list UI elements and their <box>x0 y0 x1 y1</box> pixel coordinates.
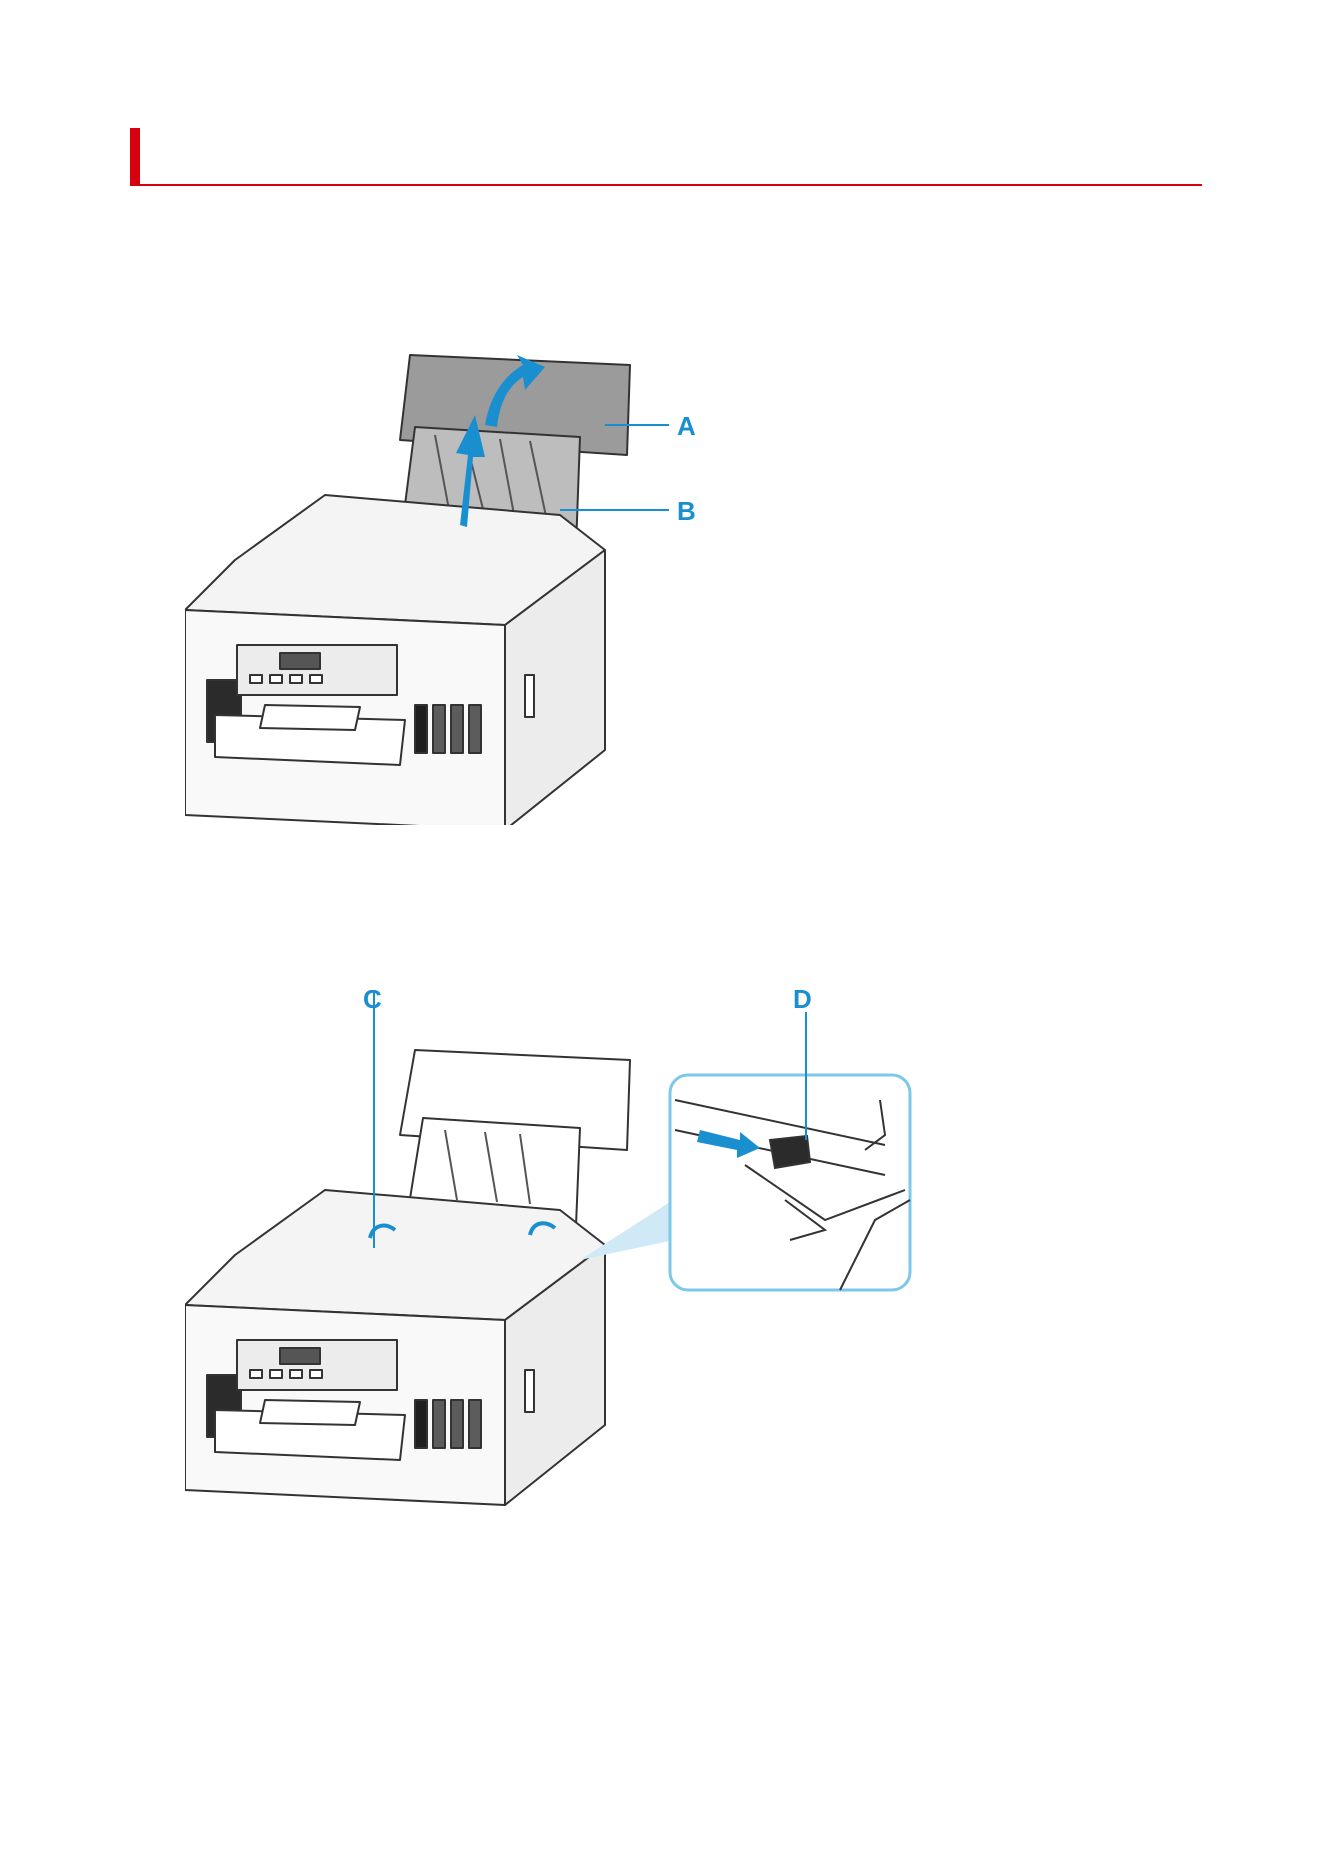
figure-extend-paper-support: A B <box>185 345 730 825</box>
printer-illustration-1: A B <box>185 345 730 825</box>
callout-a-label: A <box>677 411 696 441</box>
heading-accent-bar <box>130 128 140 184</box>
callout-d-label: D <box>793 990 812 1014</box>
inset-detail <box>670 1075 910 1290</box>
callout-c-label: C <box>363 990 382 1014</box>
printer-illustration-2: C D <box>185 990 930 1550</box>
section-heading <box>130 128 1202 186</box>
callout-b-label: B <box>677 496 696 526</box>
figure-open-feed-slot: C D <box>185 990 930 1550</box>
